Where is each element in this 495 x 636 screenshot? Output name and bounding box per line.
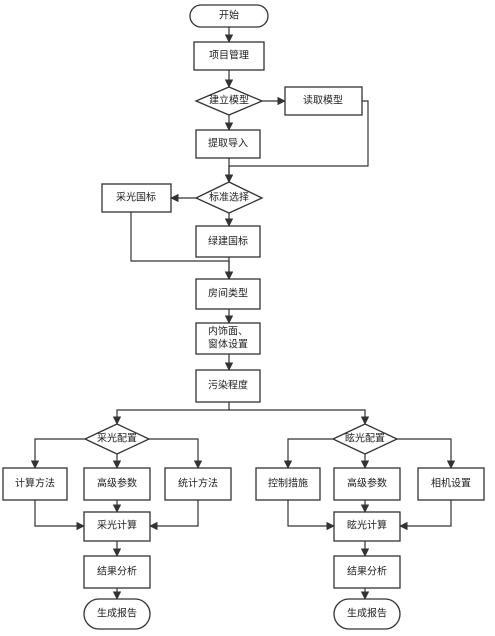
node-glare-calc: 眩光计算 <box>333 511 401 542</box>
node-camera-settings: 相机设置 <box>417 467 485 501</box>
node-camera-settings-label: 相机设置 <box>431 477 471 490</box>
node-read-model-label: 读取模型 <box>303 94 343 107</box>
node-pollution-level: 污染程度 <box>195 369 261 403</box>
node-extract-import-label: 提取导入 <box>208 138 248 150</box>
edge-calc-method-daylight-calc <box>34 500 85 531</box>
node-daylight-standard-label: 采光国标 <box>116 191 156 204</box>
node-glare-config-decision: 眩光配置 <box>331 423 399 455</box>
node-standard-select-label: 标准选择 <box>209 191 249 204</box>
node-report-right-label: 生成报告 <box>347 607 387 620</box>
node-report-left: 生成报告 <box>83 598 151 630</box>
node-interior-line1-label: 内饰面、 <box>208 325 248 338</box>
node-glare-calc-label: 眩光计算 <box>347 519 387 532</box>
node-advanced-params-right: 高级参数 <box>333 467 401 501</box>
node-result-analysis-left-label: 结果分析 <box>97 565 137 578</box>
node-start: 开始 <box>189 4 269 28</box>
node-project-management-label: 项目管理 <box>209 49 249 62</box>
node-result-analysis-right-label: 结果分析 <box>347 565 387 578</box>
node-daylight-calc: 采光计算 <box>83 511 151 542</box>
node-calc-method-label: 计算方法 <box>15 477 55 490</box>
node-green-building-standard: 绿建国标 <box>195 225 261 258</box>
node-extract-import: 提取导入 <box>195 129 261 159</box>
node-advanced-params-left: 高级参数 <box>83 467 151 501</box>
node-daylight-config-label: 采光配置 <box>97 432 137 445</box>
node-project-management: 项目管理 <box>193 41 265 71</box>
edge-stat-method-daylight-calc <box>149 500 199 531</box>
node-glare-config-label: 眩光配置 <box>345 432 385 445</box>
node-report-left-label: 生成报告 <box>97 607 137 620</box>
node-room-type-label: 房间类型 <box>208 287 248 300</box>
node-daylight-standard: 采光国标 <box>101 183 172 213</box>
node-result-analysis-left: 结果分析 <box>83 555 151 589</box>
node-read-model: 读取模型 <box>284 86 363 116</box>
node-interior-line2-label: 窗体设置 <box>208 338 248 351</box>
node-pollution-level-label: 污染程度 <box>208 379 248 392</box>
node-stat-method-label: 统计方法 <box>178 477 218 490</box>
node-calc-method: 计算方法 <box>2 467 68 501</box>
node-result-analysis-right: 结果分析 <box>333 555 401 589</box>
edge-daylight-config-calc-method <box>30 438 85 469</box>
node-standard-select-decision: 标准选择 <box>194 181 264 214</box>
node-control-measures: 控制措施 <box>255 467 321 501</box>
node-advanced-params-left-label: 高级参数 <box>97 477 137 490</box>
edge-control-glare-calc <box>287 500 335 531</box>
node-room-type: 房间类型 <box>195 278 261 310</box>
edge-camera-glare-calc <box>399 500 452 531</box>
node-control-measures-label: 控制措施 <box>268 477 308 490</box>
node-start-label: 开始 <box>219 9 239 22</box>
edges <box>30 27 456 600</box>
node-advanced-params-right-label: 高级参数 <box>347 477 387 490</box>
node-green-building-standard-label: 绿建国标 <box>208 235 248 248</box>
edge-split-glare-config <box>229 409 370 425</box>
edge-split-daylight-config <box>112 409 229 425</box>
node-daylight-calc-label: 采光计算 <box>97 519 137 532</box>
edge-daylight-config-stat-method <box>149 438 203 469</box>
edge-glare-config-camera <box>397 438 456 469</box>
node-daylight-config-decision: 采光配置 <box>83 423 151 455</box>
node-interior-window-settings: 内饰面、 窗体设置 <box>195 322 261 355</box>
node-stat-method: 统计方法 <box>164 467 232 501</box>
node-build-model-label: 建立模型 <box>209 94 249 107</box>
edge-glare-config-control <box>283 438 333 469</box>
node-build-model-decision: 建立模型 <box>194 86 264 116</box>
node-report-right: 生成报告 <box>333 598 401 630</box>
